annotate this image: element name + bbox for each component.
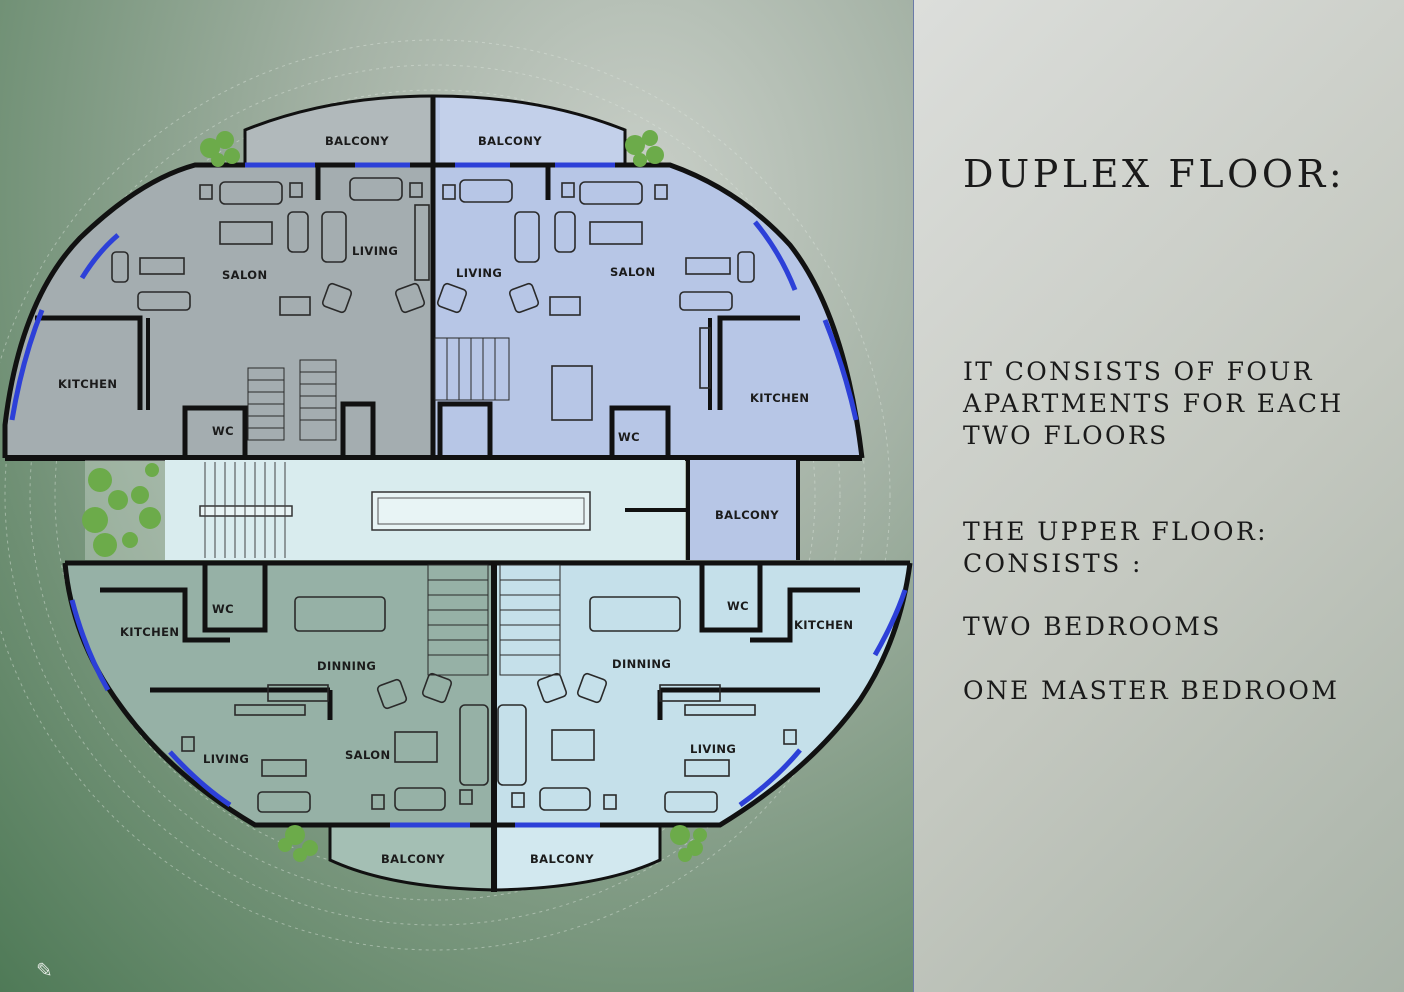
panel-divider — [913, 0, 914, 992]
text-panel — [914, 0, 1404, 992]
pencil-icon[interactable]: ✎ — [36, 960, 53, 982]
label-kitchen-top-right: KITCHEN — [750, 391, 809, 405]
upper-floor-heading: THE UPPER FLOOR: CONSISTS : — [963, 517, 1268, 578]
windows — [9, 162, 908, 828]
label-balcony-top-right: BALCONY — [478, 134, 542, 148]
label-kitchen-top-left: KITCHEN — [58, 377, 117, 391]
description-text: IT CONSISTS OF FOUR APARTMENTS FOR EACH … — [963, 357, 1344, 450]
item-master-bedroom: ONE MASTER BEDROOM — [963, 676, 1340, 705]
label-salon-bottom-left: SALON — [345, 748, 391, 762]
label-living-top-right: LIVING — [456, 266, 502, 280]
label-dinning-bottom-right: DINNING — [612, 657, 671, 671]
top-left-apartment — [5, 96, 435, 458]
planters — [200, 130, 707, 862]
top-right-apartment — [435, 96, 862, 458]
label-salon-top-left: SALON — [222, 268, 268, 282]
label-kitchen-bottom-right: KITCHEN — [794, 618, 853, 632]
bottom-right-apartment — [495, 563, 910, 890]
label-wc-top-right: WC — [618, 430, 640, 444]
label-wc-bottom-left: WC — [212, 602, 234, 616]
room-labels: BALCONY BALCONY LIVING SALON LIVING SALO… — [58, 134, 853, 866]
bottom-left-apartment — [65, 563, 495, 890]
label-living-top-left: LIVING — [352, 244, 398, 258]
furniture — [111, 177, 797, 813]
floor-plan: BALCONY BALCONY LIVING SALON LIVING SALO… — [0, 39, 913, 951]
label-balcony-top-left: BALCONY — [325, 134, 389, 148]
label-living-bottom-left: LIVING — [203, 752, 249, 766]
label-balcony-bottom-left: BALCONY — [381, 852, 445, 866]
label-balcony-bottom-right: BALCONY — [530, 852, 594, 866]
left-garden — [82, 463, 161, 557]
top-walls — [2, 94, 865, 461]
label-salon-top-right: SALON — [610, 265, 656, 279]
label-kitchen-bottom-left: KITCHEN — [120, 625, 179, 639]
label-living-bottom-right: LIVING — [690, 742, 736, 756]
label-wc-bottom-right: WC — [727, 599, 749, 613]
item-two-bedrooms: TWO BEDROOMS — [963, 612, 1222, 641]
label-balcony-middle: BALCONY — [715, 508, 779, 522]
circulation-core — [85, 460, 800, 560]
label-dinning-bottom-left: DINNING — [317, 659, 376, 673]
label-wc-top-left: WC — [212, 424, 234, 438]
bottom-walls — [62, 560, 913, 892]
page-title: DUPLEX FLOOR: — [963, 152, 1346, 196]
